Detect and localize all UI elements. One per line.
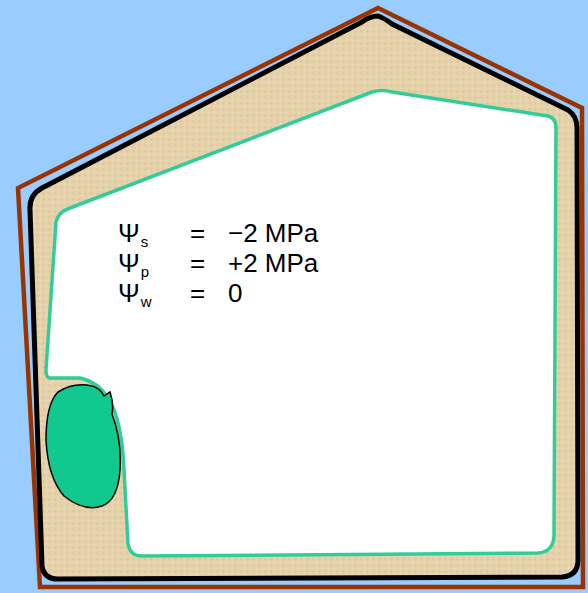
equals-sign: = — [190, 250, 205, 276]
equals-sign: = — [190, 220, 205, 246]
cell-wall — [18, 8, 583, 587]
greek-psi: Ψ — [118, 280, 140, 306]
subscript: p — [141, 264, 149, 279]
potential-value: +2 MPa — [228, 250, 318, 276]
potential-value: 0 — [228, 280, 242, 306]
equals-sign: = — [190, 280, 205, 306]
potential-value: −2 MPa — [228, 220, 318, 246]
greek-psi: Ψ — [118, 220, 140, 246]
cytoplasm — [30, 16, 578, 579]
subscript: w — [141, 294, 152, 309]
greek-psi: Ψ — [118, 250, 140, 276]
vacuole — [46, 91, 556, 557]
nucleus — [46, 385, 120, 508]
subscript: s — [141, 234, 149, 249]
